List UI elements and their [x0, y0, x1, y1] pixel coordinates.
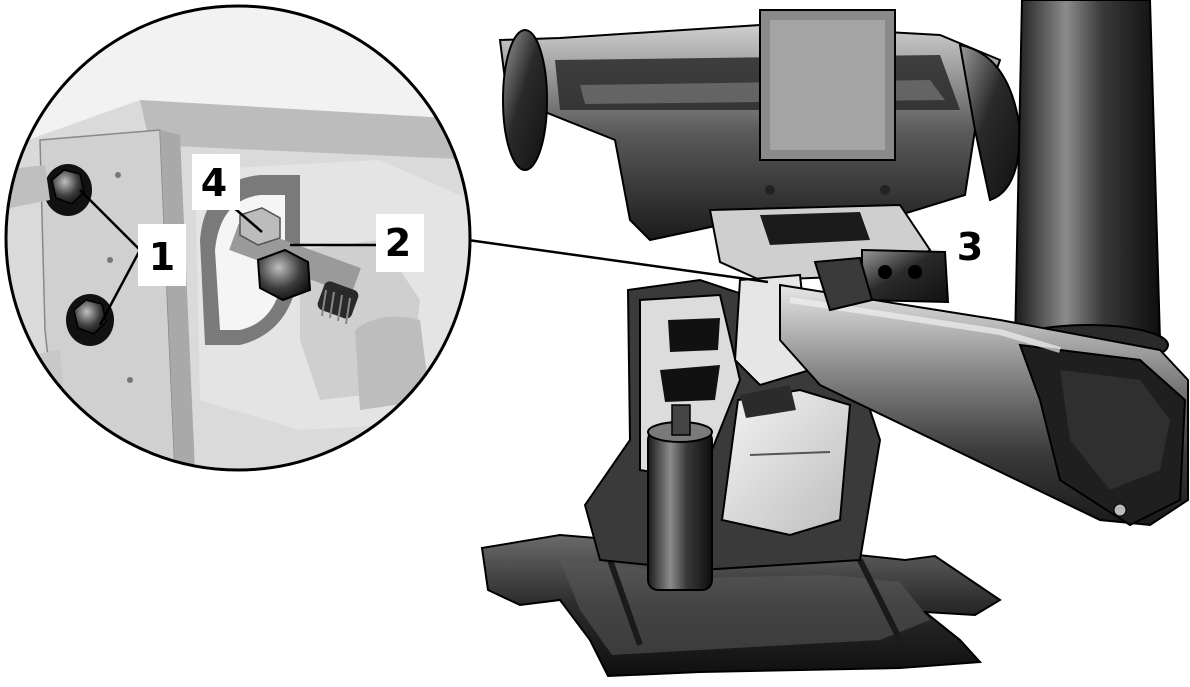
callout-3-number: 3 — [957, 225, 983, 269]
detail-nut-4 — [239, 207, 281, 246]
machine-illustration — [480, 0, 1189, 678]
callout-4: 4 — [192, 154, 240, 210]
detail-circle-border — [4, 4, 472, 472]
callout-1-number: 1 — [149, 235, 175, 279]
lift-cylinder — [647, 429, 713, 591]
detail-nut-2 — [256, 248, 312, 302]
callout-4-number: 4 — [201, 161, 227, 205]
seat-wheel-left — [502, 29, 548, 171]
detail-leader-line — [467, 238, 769, 284]
detail-magnifier — [4, 4, 472, 472]
callout-2: 2 — [376, 214, 424, 272]
clamp-block — [861, 248, 950, 304]
callout-1: 1 — [138, 224, 186, 286]
arm-collar — [813, 256, 874, 312]
callout-2-number: 2 — [385, 221, 411, 265]
detail-bolt-upper — [44, 164, 92, 216]
detail-bolt-lower — [66, 294, 114, 346]
motor-housing — [720, 388, 852, 537]
callout-3: 3 — [948, 222, 992, 276]
vertical-pole — [1013, 0, 1162, 347]
